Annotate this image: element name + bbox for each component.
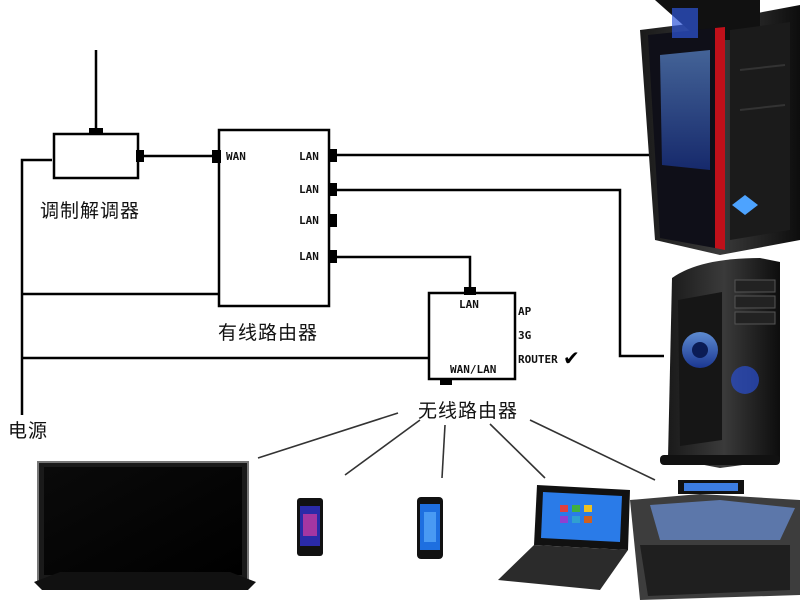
wan-port [212,150,221,163]
lan4-to-wireless-wire [336,255,472,291]
tablet-icon [498,485,630,590]
smartphone-icon [417,497,443,559]
smartphone-icon [297,498,323,556]
modem [52,128,144,180]
wireless-router-label: 无线路由器 [418,400,519,422]
power-label: 电源 [8,420,49,442]
lan-port-label-3: LAN [299,214,319,227]
wireless-lan-label: LAN [459,298,479,311]
mode-router-label: ROUTER [518,353,558,366]
wireless-router [427,287,517,385]
wireless-lan-port [464,287,476,295]
wireless-wan-lan-label: WAN/LAN [450,363,497,376]
lan2-to-pc2-wire [336,188,664,358]
wan-port-label: WAN [226,150,246,163]
lan-port-label-4: LAN [299,250,319,263]
check-icon: ✔ [563,346,580,370]
lan-port-3 [328,214,337,227]
lan-port-4 [328,250,337,263]
wired-router [212,128,337,308]
wired-router-label: 有线路由器 [218,322,319,344]
wires [20,50,664,415]
laptop-icon [630,480,800,600]
lan-port-label-2: LAN [299,183,319,196]
power-wire [20,158,52,415]
modem-port-top [89,128,103,135]
lan-port-2 [328,183,337,196]
mode-ap-label: AP [518,305,532,318]
desktop-tower-icon [660,258,780,468]
lan-port-label-1: LAN [299,150,319,163]
mode-3g-label: 3G [518,329,532,342]
tv-icon [34,461,256,590]
wireless-router-box [427,291,517,381]
wireless-wan-port [440,378,452,385]
wireless-links [257,412,656,481]
modem-label: 调制解调器 [40,200,141,222]
lan-port-1 [328,149,337,162]
modem-port-right [136,150,144,162]
modem-box [52,132,140,180]
desktop-tower-icon [640,0,800,255]
